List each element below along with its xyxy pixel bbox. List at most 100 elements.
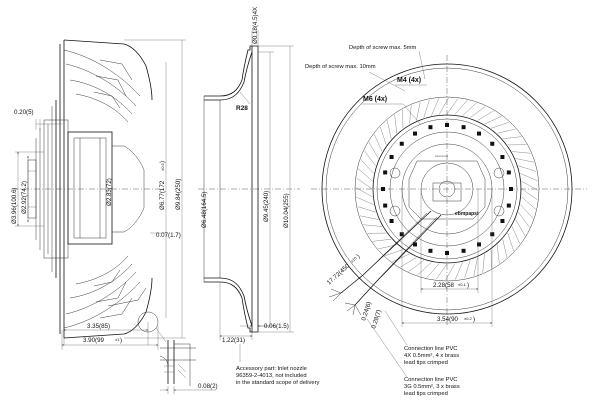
dim-122: 1.22(31) <box>219 282 253 344</box>
svg-text:): ) <box>467 282 469 289</box>
blade-line <box>462 102 477 116</box>
dim-228-tol: ±0.1 <box>458 282 467 287</box>
blade-line <box>446 98 459 115</box>
blade-line <box>520 173 538 182</box>
blade-line <box>416 101 421 121</box>
dim-0-07-label: 0.07(1.7) <box>156 232 181 239</box>
blade-line <box>497 244 500 264</box>
rotor-tab <box>428 248 433 253</box>
blade-line <box>518 165 537 172</box>
dim-283-label: Ø2.83(72) <box>106 178 113 206</box>
rotor-tab <box>389 219 394 223</box>
rotor-tab <box>500 219 505 223</box>
blade-line <box>408 260 424 272</box>
conn1-line-3: lead tips crimped <box>404 360 448 366</box>
dim-945-label: Ø9.45(240) <box>263 191 270 222</box>
blade-line <box>477 110 494 121</box>
nozzle-profile-top <box>204 45 258 97</box>
accessory-note-line-2: 96359-2-4013, not included <box>236 373 307 379</box>
dim-006: 0.06(1.5) <box>240 323 289 332</box>
rotor-tab <box>445 123 449 127</box>
rotor-tab <box>383 203 388 208</box>
blade-line <box>454 100 468 115</box>
rotor-tab <box>490 232 495 237</box>
rotor-tab <box>461 248 466 253</box>
dim-0-20: 0.20(5) <box>14 109 62 130</box>
rotor-tab <box>500 155 505 159</box>
blade-line <box>400 257 417 268</box>
screw-depth-10: Depth of screw max. 10mm <box>305 64 376 70</box>
dim-354: 3.54(90 ±0.2 ) <box>401 189 493 327</box>
r28-label: R28 <box>236 105 248 112</box>
dim-diameter-292: Ø2.92(74.2) <box>21 155 29 223</box>
nozzle-profile-bottom <box>204 281 258 333</box>
dim-390-label: 3.90(99 <box>83 337 105 344</box>
dim-diameter-984: Ø9.84(250) <box>124 39 186 339</box>
blade-line <box>357 206 376 213</box>
dim-354-label: 3.54(90 <box>437 316 459 323</box>
blade-line <box>374 134 383 152</box>
blade-line <box>518 212 530 228</box>
accessory-note-line-1: Accessory part: Inlet nozzle <box>236 366 307 372</box>
motor-flange <box>43 119 69 259</box>
detail-circle <box>137 311 159 333</box>
rotor-tab <box>461 125 466 130</box>
blade-line <box>372 239 392 242</box>
rotor-tab <box>428 125 433 130</box>
blade-line <box>409 105 412 125</box>
blade-line <box>521 181 539 191</box>
impeller-blades-upper <box>63 49 141 123</box>
dim-228: 2.28(58 ±0.1 ) <box>420 189 479 293</box>
blade-line <box>358 168 373 182</box>
dim-292-label: Ø2.92(74.2) <box>21 181 28 214</box>
conn1-line-1: Connection line PVC <box>404 346 458 352</box>
blade-line <box>380 127 387 145</box>
dim-diameter-1004: Ø10.04(255) <box>258 45 294 333</box>
blade-hatching <box>355 97 539 281</box>
dim-335-label: 3.35(85) <box>87 323 110 330</box>
rotor-ring <box>372 114 522 264</box>
impeller-blades-lower <box>63 255 147 329</box>
rotor-tab <box>399 232 404 237</box>
rotor-tab <box>490 141 495 146</box>
svg-text:): ) <box>159 161 166 163</box>
blade-line <box>364 150 376 166</box>
dim-diameter-396: Ø3.96(100.6) <box>11 151 44 227</box>
rotor-tab <box>389 155 394 159</box>
blade-line <box>484 116 502 125</box>
outer-ring-inner <box>325 67 569 311</box>
conn2-line-3: lead tips crimped <box>404 391 448 397</box>
brand-label: ebmpapst <box>455 211 479 217</box>
rotor-tab <box>445 251 449 255</box>
front-view: ▭▭▭▭ ebmpapst Depth of screw max. 5mm De… <box>305 45 587 397</box>
blade-line <box>520 204 534 219</box>
rotor-tab <box>413 131 417 136</box>
blade-line <box>515 219 526 236</box>
m4-label: M4 (4x) <box>397 77 421 84</box>
conn1-line-2: 4X 0.5mm², 4 x brass <box>404 353 459 359</box>
m6-label: M6 (4x) <box>363 96 387 103</box>
dim-0-08-label: 0.08(2) <box>198 383 218 390</box>
rotor-tab <box>477 242 481 247</box>
nozzle-view: Ø0.18(4.5)4X R28 Ø6.48(164.5) Ø9.45(240)… <box>198 7 320 386</box>
blade-line <box>491 122 509 129</box>
blade-line <box>511 151 531 154</box>
dim-diameter-677: Ø6.77(172 ±0.5 ) <box>159 62 167 318</box>
blade-line <box>356 196 374 205</box>
blade-line <box>423 99 430 118</box>
dim-390: 3.90(99 ±1 ) <box>61 326 159 350</box>
rotor-tab <box>399 141 404 146</box>
dim-390-tol: ±1 <box>115 337 120 342</box>
rotor-tab <box>383 170 388 175</box>
dim-228-label: 2.28(58 <box>433 282 455 289</box>
blade-line <box>473 257 478 277</box>
outer-ring <box>321 63 573 315</box>
electronics-box <box>408 160 486 220</box>
blade-line <box>502 136 522 139</box>
blade-line <box>355 187 373 197</box>
blade-line <box>482 253 485 273</box>
blade-line <box>515 158 535 163</box>
screw-depth-5: Depth of screw max. 5mm <box>349 45 416 51</box>
blade-line <box>435 263 448 280</box>
